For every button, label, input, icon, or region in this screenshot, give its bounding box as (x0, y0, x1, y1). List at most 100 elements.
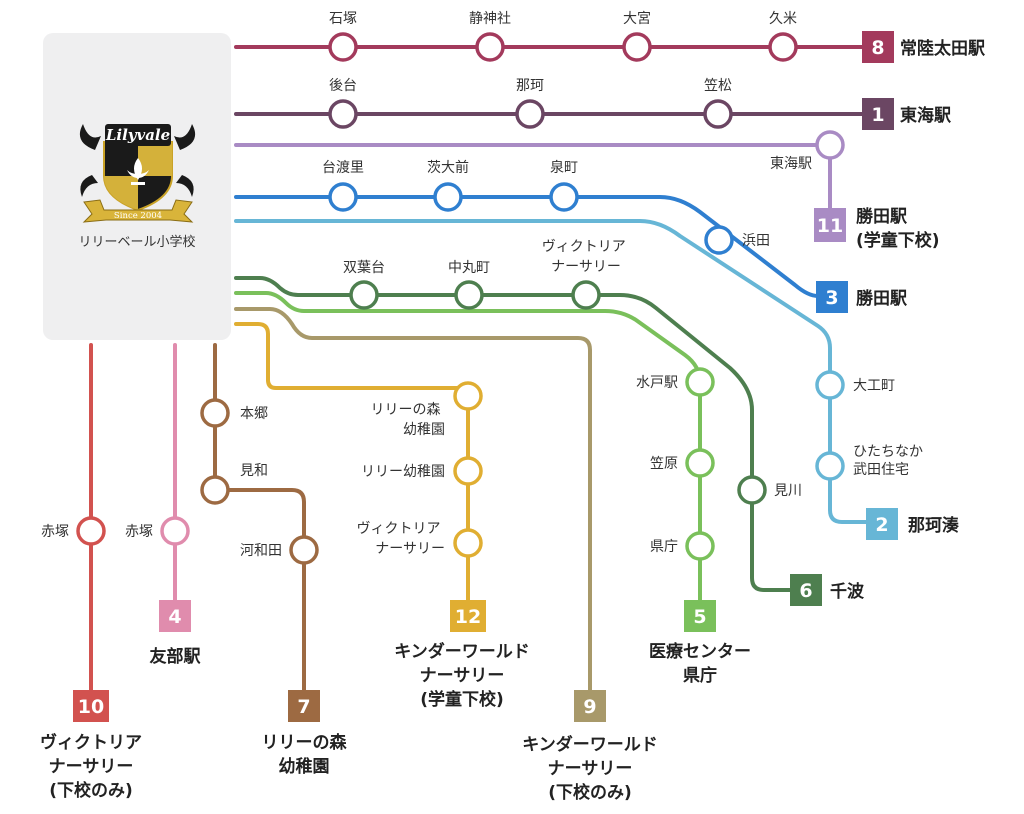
stop-circle (622, 32, 652, 62)
route-line-7 (213, 343, 306, 692)
fleur-de-lis-icon (127, 158, 149, 185)
stop-label: 大宮 (623, 11, 651, 27)
stop-label: 東海駅 (770, 156, 812, 172)
destination-label: 常陸太田駅 (900, 38, 986, 59)
stop-label: 静神社 (469, 11, 511, 27)
route-line-3 (234, 195, 820, 298)
stop-label: 泉町 (550, 159, 578, 176)
route-badge-1 (862, 98, 894, 130)
destination-label: 友部駅 (150, 646, 202, 667)
destination-label: キンダーワールド (522, 734, 658, 755)
route-number: 3 (825, 287, 838, 309)
stop-label: 赤塚 (125, 524, 153, 540)
route-badge-2 (866, 508, 898, 540)
stop-circle (737, 475, 767, 505)
stop-circle (328, 32, 358, 62)
route-number: 6 (799, 580, 812, 602)
stop-circle (549, 182, 579, 212)
stop-label: 見和 (240, 463, 268, 479)
stop-label-line: 武田住宅 (853, 462, 909, 478)
destination-label: (下校のみ) (548, 782, 632, 803)
destination-label: 東海駅 (900, 105, 952, 126)
stop-label: 久米 (769, 11, 797, 27)
stop-label-line: ヴィクトリア (357, 520, 441, 537)
stop-label: 台渡里 (322, 160, 364, 176)
stop-label: 河和田 (240, 543, 282, 559)
route-number: 5 (693, 606, 706, 628)
route-line-6 (234, 276, 792, 592)
route-number: 10 (78, 696, 104, 718)
destinations: 8 常陸太田駅 1 東海駅 11 勝田駅 (学童下校) 3 勝田駅 2 那珂湊 … (40, 31, 986, 803)
stop-label: リリー幼稚園 (361, 464, 445, 480)
destination-label: 勝田駅 (856, 288, 908, 309)
stop-circle (76, 516, 106, 546)
stop-circle (349, 280, 379, 310)
route-number: 1 (871, 104, 884, 126)
route-badge-3 (816, 281, 848, 313)
route-number: 11 (817, 215, 843, 237)
stop-circle (815, 370, 845, 400)
logo-text: Lilyvale (105, 126, 170, 144)
stop-label: 浜田 (742, 233, 770, 249)
destination-label: 医療センター (649, 641, 751, 662)
stop-circle (453, 456, 483, 486)
destination-label: ナーサリー (420, 666, 505, 686)
route-number: 8 (871, 37, 884, 59)
stop-circle (160, 516, 190, 546)
stop-circle (515, 99, 545, 129)
stop-label-line: ヴィクトリア (542, 238, 626, 255)
stop-circle (289, 535, 319, 565)
stop-label: 中丸町 (448, 260, 490, 276)
stop-label-line: リリーの森 (371, 402, 441, 418)
stop-label: 笠原 (650, 456, 678, 472)
destination-label: 幼稚園 (279, 756, 330, 777)
route-number: 12 (455, 606, 481, 628)
school-logo-crest: Lilyvale Since 2004 (79, 124, 196, 223)
stop-label-multiline: ヴィクトリア ナーサリー (357, 520, 445, 557)
stop-circle (571, 280, 601, 310)
stop-label: 赤塚 (41, 524, 69, 540)
route-badge-8 (862, 31, 894, 63)
route-number: 7 (297, 696, 310, 718)
stops: 石塚 静神社 大宮 久米 後台 那珂 笠松 東海駅 台渡里 茨大前 泉町 浜田 … (41, 11, 927, 565)
destination-label: ヴィクトリア (40, 732, 142, 753)
stop-label-line: ナーサリー (551, 259, 621, 275)
stop-label: 見川 (774, 483, 802, 499)
stop-circle (815, 130, 845, 160)
route-badge-11 (814, 208, 846, 242)
stop-label: 笠松 (704, 78, 732, 94)
stop-circle (328, 99, 358, 129)
route-badge-6 (790, 574, 822, 606)
stop-label-multiline: ヴィクトリア ナーサリー (542, 238, 630, 275)
stop-label-line: 幼稚園 (403, 422, 445, 438)
stop-circle (703, 99, 733, 129)
stop-label-line: ひたちなか (853, 444, 923, 460)
stop-label: 水戸駅 (636, 375, 678, 391)
route-badge-5 (684, 600, 716, 632)
route-line-5 (234, 291, 702, 602)
stop-circle (433, 182, 463, 212)
stop-label-multiline: ひたちなか 武田住宅 (853, 444, 927, 478)
stop-circle (200, 398, 230, 428)
destination-label: ナーサリー (49, 757, 134, 777)
stop-label: 本郷 (240, 406, 268, 422)
destination-label: 那珂湊 (908, 515, 959, 536)
route-number: 9 (583, 696, 596, 718)
route-badge-10 (73, 690, 109, 722)
destination-label: (学童下校) (420, 689, 504, 710)
logo-since: Since 2004 (114, 211, 162, 221)
school-box: Lilyvale Since 2004 リリーベール小学校 (43, 33, 231, 340)
destination-label: 県庁 (683, 665, 717, 686)
stop-circle (685, 531, 715, 561)
stop-circle (454, 280, 484, 310)
route-badge-9 (574, 690, 606, 722)
stop-label: 後台 (329, 78, 357, 94)
route-badge-12 (450, 600, 486, 632)
stop-circle (815, 451, 845, 481)
stop-label-line: ナーサリー (375, 541, 445, 557)
destination-label: (学童下校) (856, 230, 940, 251)
stop-circle (768, 32, 798, 62)
stop-circle (328, 182, 358, 212)
route-badge-4 (159, 600, 191, 632)
